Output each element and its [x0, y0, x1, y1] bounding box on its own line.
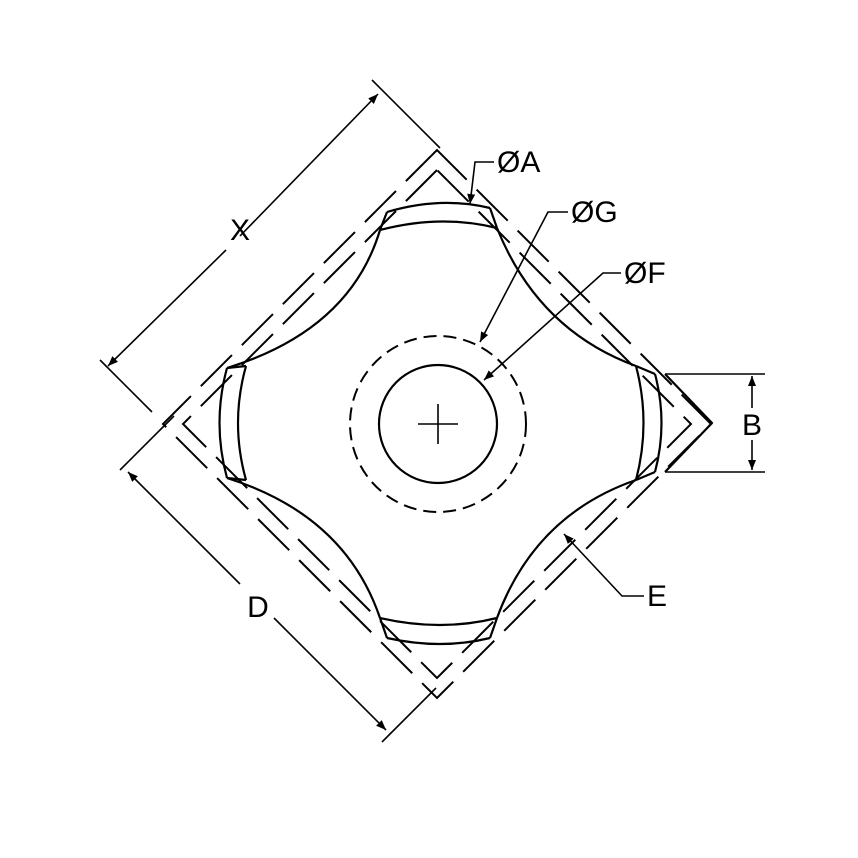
b-pointer-outline — [664, 373, 714, 473]
dim-d-line-lower — [273, 617, 387, 731]
dim-d-extension-left — [119, 415, 175, 471]
dim-d-extension-right — [381, 687, 437, 743]
left-lobe-inner-arc — [236, 365, 248, 481]
dim-x-label: X — [230, 214, 250, 247]
dim-d-line-upper — [127, 471, 241, 585]
right-lobe-bottom-edge — [635, 470, 656, 482]
right-lobe-inner-arc — [634, 365, 645, 481]
scallop-top-left — [226, 229, 382, 370]
dimension-d: D — [119, 415, 437, 743]
center-bore — [349, 335, 527, 513]
scallop-top-right — [495, 227, 637, 368]
dim-b-label: B — [742, 409, 762, 442]
callout-e-label: E — [647, 580, 667, 613]
callout-g-leader — [479, 211, 568, 343]
callout-f: ØF — [483, 257, 666, 381]
dim-d-label: D — [247, 591, 269, 624]
callout-f-label: ØF — [624, 257, 666, 290]
outer-dashed-diamond — [161, 148, 713, 700]
right-lobe-outer-arc — [653, 373, 663, 473]
callout-a-label: ØA — [497, 146, 540, 179]
dim-x-line-upper — [239, 93, 379, 237]
top-lobe-outer-arc — [386, 201, 491, 214]
callout-a-leader — [467, 161, 494, 205]
dim-x-extension-bottom — [99, 359, 153, 413]
callout-e: E — [563, 533, 667, 613]
top-lobe-inner-arc — [379, 220, 498, 232]
callout-g-label: ØG — [571, 196, 618, 229]
bore-circle-f — [377, 363, 499, 485]
bore-dashed-circle-g — [349, 335, 527, 513]
callout-e-leader — [563, 533, 644, 597]
top-lobe-right-edge — [488, 207, 499, 229]
bottom-lobe-right-edge — [488, 617, 499, 639]
dashed-envelope — [161, 148, 713, 700]
callout-g: ØG — [479, 196, 618, 343]
dim-x-line-lower — [107, 249, 227, 367]
dimension-b: B — [665, 373, 765, 473]
bottom-lobe-inner-arc — [379, 616, 498, 627]
dim-x-extension-top — [371, 79, 441, 149]
callout-a: ØA — [467, 146, 540, 205]
callout-f-leader — [483, 272, 621, 381]
right-lobe-top-edge — [635, 364, 656, 376]
inner-dashed-diamond — [181, 168, 693, 680]
dimension-x: X — [99, 79, 441, 413]
scallop-bottom-right — [495, 478, 637, 619]
scallop-bottom-left — [226, 476, 382, 619]
